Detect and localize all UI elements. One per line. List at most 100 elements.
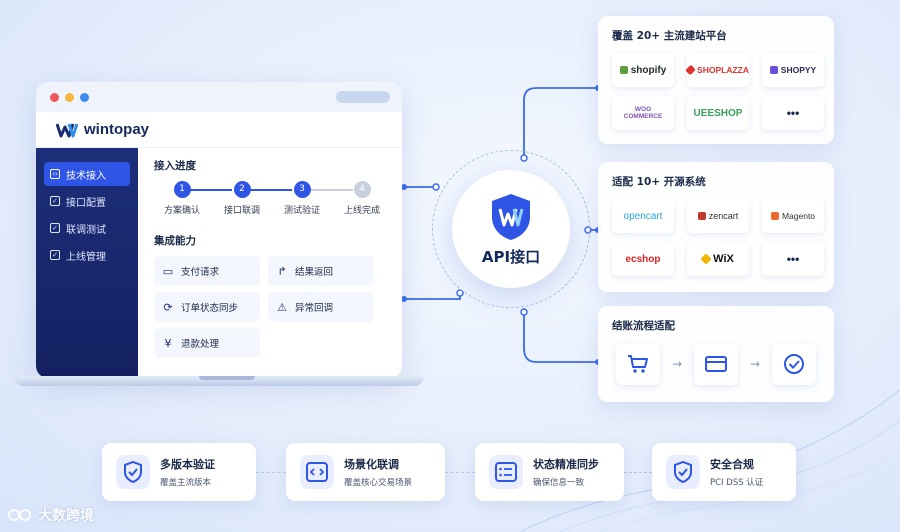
cap-exception-callback[interactable]: ⚠ 异常回调 [268, 292, 374, 322]
checkout-flow: → → [612, 343, 820, 385]
logo-ueeshop[interactable]: UEESHOP [687, 96, 749, 130]
feature-security: 安全合规 PCI DSS 认证 [652, 443, 796, 501]
step-number: 4 [353, 181, 371, 198]
shield-check-icon [116, 455, 150, 489]
platforms-panel: 覆盖 20+ 主流建站平台 shopify SHOPLAZZA SHOPYY W… [598, 16, 834, 144]
sidebar: ‹› 技术接入 ✓ 接口配置 ✓ 联调测试 ✓ 上线管理 [36, 148, 138, 378]
shopify-bag-icon [619, 66, 628, 74]
address-bar[interactable] [336, 91, 390, 103]
shield-check-icon [666, 455, 700, 489]
logo-zencart[interactable]: zencart [687, 199, 749, 233]
logo-text: WiX [713, 253, 734, 265]
laptop-window: wintopay ‹› 技术接入 ✓ 接口配置 ✓ 联调测试 ✓ 上线管理 接入… [36, 82, 402, 378]
feature-connector [624, 472, 652, 473]
feature-multi-version: 多版本验证 覆盖主流版本 [102, 443, 256, 501]
logo-text: shopify [630, 64, 667, 76]
logo-shopify[interactable]: shopify [612, 53, 674, 87]
step-label: 上线完成 [343, 206, 380, 216]
watermark-logo-icon [8, 509, 31, 521]
hub-ring [432, 150, 590, 308]
sidebar-item-tech-access[interactable]: ‹› 技术接入 [44, 162, 130, 186]
cap-label: 退款处理 [181, 339, 220, 350]
logo-text: ecshop [625, 253, 661, 265]
sidebar-item-label: 上线管理 [66, 251, 106, 263]
logo-text: Magento [781, 211, 816, 221]
feature-subtitle: 确保信息一致 [533, 478, 585, 488]
laptop-base [14, 376, 424, 386]
maximize-dot-icon[interactable] [80, 92, 89, 102]
sidebar-item-label: 技术接入 [66, 170, 106, 182]
sidebar-item-label: 接口配置 [66, 197, 106, 209]
cap-payment-request[interactable]: ▭ 支付请求 [154, 256, 260, 286]
checkout-step-done[interactable] [772, 343, 817, 385]
warning-icon: ⚠ [277, 300, 287, 314]
cap-label: 结果返回 [295, 267, 334, 278]
logo-opencart[interactable]: opencart [612, 199, 674, 233]
brand-name: wintopay [84, 121, 150, 138]
cap-order-sync[interactable]: ⟳ 订单状态同步 [154, 292, 260, 322]
logo-text: WOO COMMERCE [623, 105, 663, 120]
logo-magento[interactable]: Magento [762, 199, 824, 233]
logo-shopyy[interactable]: SHOPYY [762, 53, 824, 87]
close-dot-icon[interactable] [50, 92, 59, 102]
opensource-title: 适配 10+ 开源系统 [612, 176, 706, 188]
logo-text: zencart [708, 211, 739, 221]
capabilities-title: 集成能力 [154, 235, 196, 247]
feature-subtitle: PCI DSS 认证 [710, 478, 764, 488]
checkout-step-cart[interactable] [615, 343, 660, 385]
check-square-icon: ✓ [50, 196, 60, 206]
step-number: 3 [293, 181, 311, 198]
api-hub: API接口 [452, 170, 570, 288]
sidebar-item-interface-config[interactable]: ✓ 接口配置 [44, 189, 130, 213]
more-platforms[interactable]: ••• [762, 96, 824, 130]
feature-subtitle: 覆盖核心交易场景 [344, 478, 413, 488]
logo-shoplazza[interactable]: SHOPLAZZA [685, 53, 749, 87]
more-dots-icon: ••• [786, 252, 800, 266]
cart-icon [627, 355, 648, 373]
step-connector [251, 189, 292, 191]
step-label: 接口联调 [223, 206, 260, 216]
sidebar-item-launch-manage[interactable]: ✓ 上线管理 [44, 243, 130, 267]
checkout-step-payment[interactable] [694, 343, 738, 385]
progress-step-3: 3 测试验证 [274, 181, 330, 216]
code-icon: ‹› [50, 169, 60, 179]
logo-text: opencart [623, 210, 663, 222]
watermark: 大数跨境 [8, 505, 94, 525]
progress-title: 接入进度 [154, 160, 196, 172]
step-number: 1 [173, 181, 191, 198]
logo-ecshop[interactable]: ecshop [612, 242, 674, 276]
zencart-icon [697, 212, 706, 220]
feature-title: 状态精准同步 [533, 458, 599, 471]
cap-result-return[interactable]: ↱ 结果返回 [268, 256, 374, 286]
checkout-panel: 结账流程适配 → → [598, 306, 834, 402]
logo-woocommerce[interactable]: WOO COMMERCE [612, 96, 674, 130]
arrow-right-icon: → [750, 357, 761, 371]
feature-status-sync: 状态精准同步 确保信息一致 [475, 443, 624, 501]
code-icon [300, 455, 334, 489]
laptop-notch [199, 376, 255, 380]
platforms-grid: shopify SHOPLAZZA SHOPYY WOO COMMERCE UE… [612, 53, 824, 130]
step-label: 方案确认 [163, 206, 200, 216]
feature-title: 场景化联调 [344, 458, 399, 471]
cap-label: 异常回调 [295, 303, 334, 314]
arrow-right-icon: → [671, 357, 682, 371]
feature-connector [256, 472, 286, 473]
cap-label: 支付请求 [181, 267, 220, 278]
cap-refund[interactable]: ¥ 退款处理 [154, 328, 260, 358]
opensource-grid: opencart zencart Magento ecshop WiX ••• [612, 199, 824, 276]
check-square-icon: ✓ [50, 223, 60, 233]
more-opensource[interactable]: ••• [762, 242, 824, 276]
brand-header: wintopay [36, 112, 402, 148]
card-icon [705, 356, 727, 372]
logo-wix[interactable]: WiX [687, 242, 749, 276]
cap-label: 订单状态同步 [181, 303, 239, 314]
window-titlebar [36, 82, 402, 112]
check-square-icon: ✓ [50, 250, 60, 260]
wintopay-logo-icon [56, 123, 78, 137]
sidebar-item-joint-test[interactable]: ✓ 联调测试 [44, 216, 130, 240]
shield-logo-icon [492, 193, 530, 240]
check-circle-icon [784, 354, 805, 374]
capabilities-grid: ▭ 支付请求 ↱ 结果返回 ⟳ 订单状态同步 ⚠ 异常回调 ¥ 退款处理 [154, 256, 386, 358]
minimize-dot-icon[interactable] [65, 92, 74, 102]
sync-icon: ⟳ [163, 300, 173, 314]
